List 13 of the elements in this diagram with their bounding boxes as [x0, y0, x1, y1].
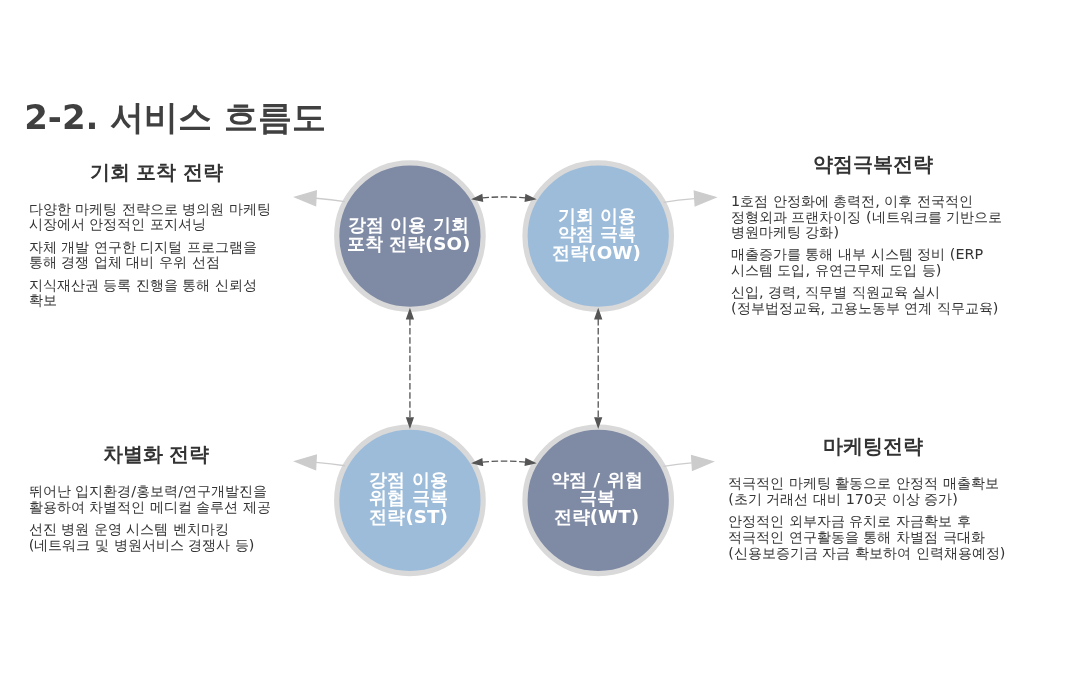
arrow	[662, 454, 715, 472]
arrow	[405, 307, 415, 430]
node-text: 기회 포착 전략 다양한 마케팅 전략으로 병의원 마케팅 시장에서 안정적인 포지셔닝 자체 개발 연구한 디지털 프로그램을 통해 경쟁 업체 대비 우위 선점 지식재산권 등록 진행을 통해 신뢰성 확보	[28, 160, 272, 309]
arrow	[293, 454, 346, 471]
arrow	[293, 190, 346, 207]
arrow	[662, 190, 718, 207]
node-text: 약점극복전략 1호점 안정화에 총력전, 이후 전국적인 정형외과 프랜차이징 (네트워크를 기반으로 병원마케팅 강화) 매출증가를 통해 내부 시스템 정비 (ERP 시스템 도입, 유연근무제 도입 등) 신입, 경력, 직무별 직원교육 실시 (정부법정교육, 고용노동부 연계 직무교육)	[730, 152, 1003, 317]
diagram-title: 2-2. 서비스 흐름도	[24, 97, 327, 138]
arrow	[471, 193, 537, 202]
arrow	[471, 457, 537, 467]
node-text: 마케팅전략 적극적인 마케팅 활동으로 안정적 매출확보 (초기 거래선 대비 170곳 이상 증가) 안정적인 외부자금 유치로 자금확보 후 적극적인 연구활동을 통해 차별점 극대화 (신용보증기금 자금 확보하여 인력채용예정)	[728, 435, 1006, 561]
node-text: 차별화 전략 뛰어난 입지환경/홍보력/연구개발진을 활용하여 차별적인 메디컬 솔루션 제공 선진 병원 운영 시스템 벤치마킹 (네트워크 및 병원서비스 경쟁사 등)	[28, 443, 272, 553]
arrow	[594, 307, 603, 430]
